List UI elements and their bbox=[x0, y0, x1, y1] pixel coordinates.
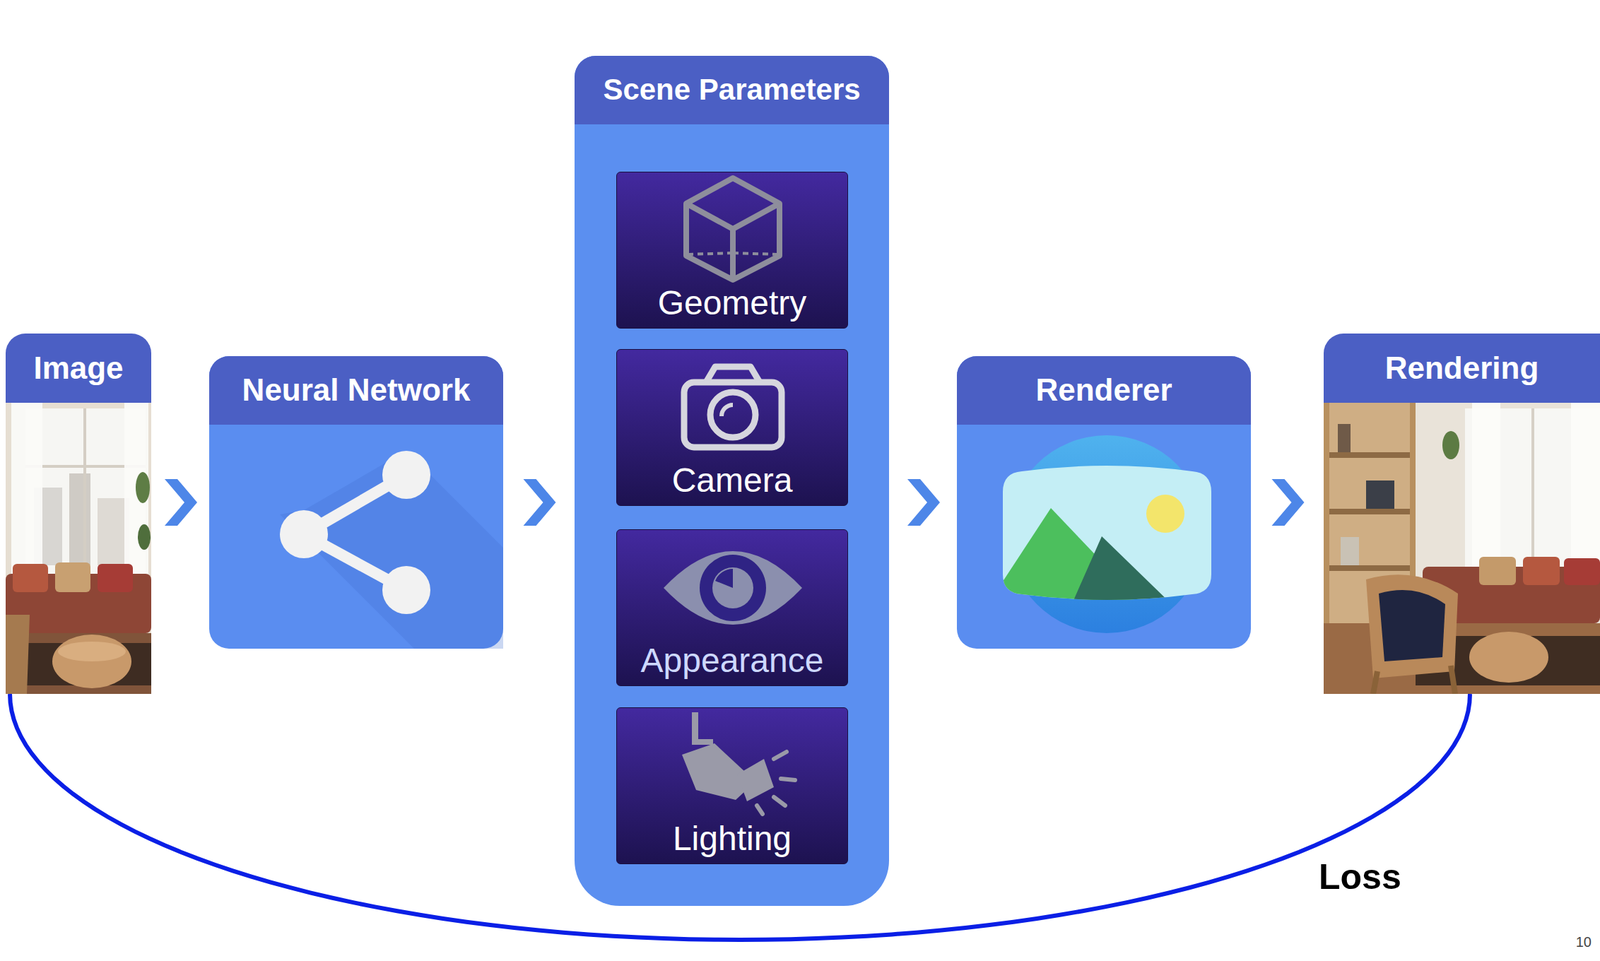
box-heading: Renderer bbox=[1035, 372, 1172, 409]
output-image-box: Rendering bbox=[1323, 333, 1600, 694]
parameter-card: Lighting bbox=[616, 707, 849, 865]
room-photo bbox=[5, 402, 152, 694]
parameter-card: Camera bbox=[616, 349, 849, 507]
header-band: Image bbox=[5, 333, 152, 403]
card-label-row: Lighting bbox=[616, 819, 848, 858]
renderer-icon bbox=[956, 424, 1251, 649]
flow-chevron bbox=[907, 479, 940, 526]
card-label: Camera bbox=[672, 460, 793, 500]
box-heading: Rendering bbox=[1385, 350, 1540, 387]
card-label-row: Appearance bbox=[616, 640, 848, 680]
header-band: Scene Parameters bbox=[574, 55, 890, 125]
header-band: Rendering bbox=[1323, 333, 1600, 403]
header-band: Renderer bbox=[956, 356, 1251, 425]
flow-chevron bbox=[523, 479, 557, 526]
rendered-room bbox=[1323, 402, 1600, 694]
card-label: Geometry bbox=[657, 283, 808, 323]
card-label-row: Geometry bbox=[616, 283, 848, 323]
box-heading: Scene Parameters bbox=[602, 72, 861, 107]
parameter-card: Appearance bbox=[616, 529, 849, 687]
card-label: Appearance bbox=[640, 640, 825, 680]
edge-label: Loss bbox=[1315, 857, 1405, 897]
parameter-card: Geometry bbox=[616, 171, 849, 329]
input-image-box: Image bbox=[5, 333, 152, 694]
network-icon bbox=[209, 424, 504, 649]
box-heading: Neural Network bbox=[242, 372, 471, 409]
process-box: Neural Network bbox=[209, 356, 504, 649]
header-band: Neural Network bbox=[209, 356, 504, 425]
box-heading: Image bbox=[33, 350, 123, 387]
flow-chevron bbox=[1272, 479, 1305, 526]
card-label: Lighting bbox=[672, 819, 792, 858]
process-box: Renderer bbox=[956, 356, 1251, 649]
flow-chevron bbox=[164, 479, 198, 526]
page-number: 10 bbox=[1575, 934, 1592, 951]
parameter-group: Scene ParametersGeometry Camera Appearan… bbox=[574, 55, 890, 907]
card-label-row: Camera bbox=[616, 460, 848, 500]
